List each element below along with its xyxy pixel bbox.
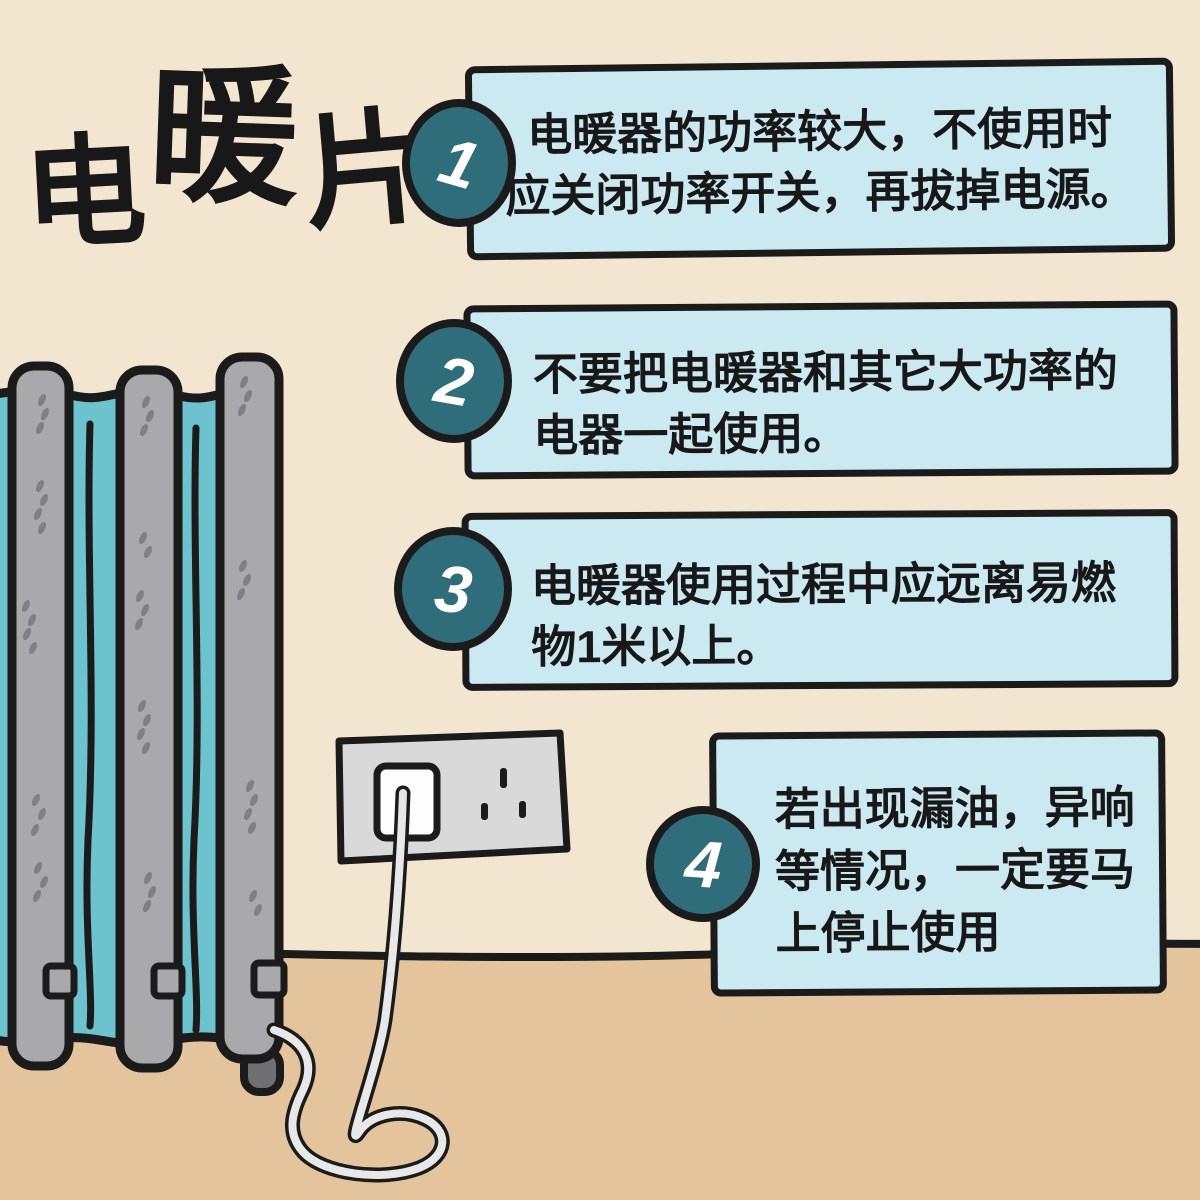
tip-number-badge-1: 1: [402, 99, 516, 227]
radiator-fin: [7, 361, 74, 1071]
tip-box-4: 若出现漏油，异响 等情况，一定要马 上停止使用: [709, 729, 1167, 997]
title-char: 暖: [145, 50, 302, 224]
tip-number-badge-3: 3: [394, 527, 512, 651]
radiator-tab: [250, 959, 288, 999]
power-cord: [270, 789, 447, 1179]
tip-box-3: 电暖器使用过程中应远离易燃 物1米以上。: [461, 509, 1179, 691]
tip-number: 2: [429, 341, 479, 421]
outlet-slots-icon: [481, 768, 526, 820]
tip-number: 1: [431, 122, 487, 204]
tip-text-line: 若出现漏油，异响: [774, 781, 1135, 836]
tip-number: 3: [430, 550, 476, 628]
radiator-illustration: [0, 352, 288, 1096]
radiator-speckles: [22, 375, 262, 917]
tip-text-line: 电器一起使用。: [533, 407, 849, 462]
tip-text-line: 电暖器的功率较大，不使用时: [526, 102, 1113, 161]
tip-text-line: 物1米以上。: [531, 620, 782, 673]
radiator-fin: [215, 352, 284, 1064]
title-char: 电: [20, 121, 150, 265]
page-title: 电 暖 片: [20, 50, 435, 265]
tip-number-badge-4: 4: [646, 806, 760, 922]
radiator-shade-line: [83, 420, 95, 1030]
tip-text-line: 上停止使用: [775, 906, 1001, 960]
tip-text-line: 等情况，一定要马: [774, 843, 1136, 898]
radiator-tab: [42, 962, 78, 1000]
tip-box-1: 电暖器的功率较大，不使用时 应关闭功率开关，再拔掉电源。: [464, 57, 1176, 261]
tip-number: 4: [682, 825, 724, 903]
tip-number-badge-2: 2: [396, 319, 512, 443]
radiator-tab: [150, 962, 186, 1000]
tip-text-line: 应关闭功率开关，再拔掉电源。: [505, 163, 1136, 222]
tip-text-line: 电暖器使用过程中应远离易燃: [530, 557, 1117, 612]
tip-box-2: 不要把电暖器和其它大功率的 电器一起使用。: [463, 300, 1179, 480]
tip-text-line: 不要把电暖器和其它大功率的: [532, 344, 1119, 401]
power-cord-illustration: [266, 785, 450, 1183]
radiator-shade-line: [189, 424, 201, 1034]
